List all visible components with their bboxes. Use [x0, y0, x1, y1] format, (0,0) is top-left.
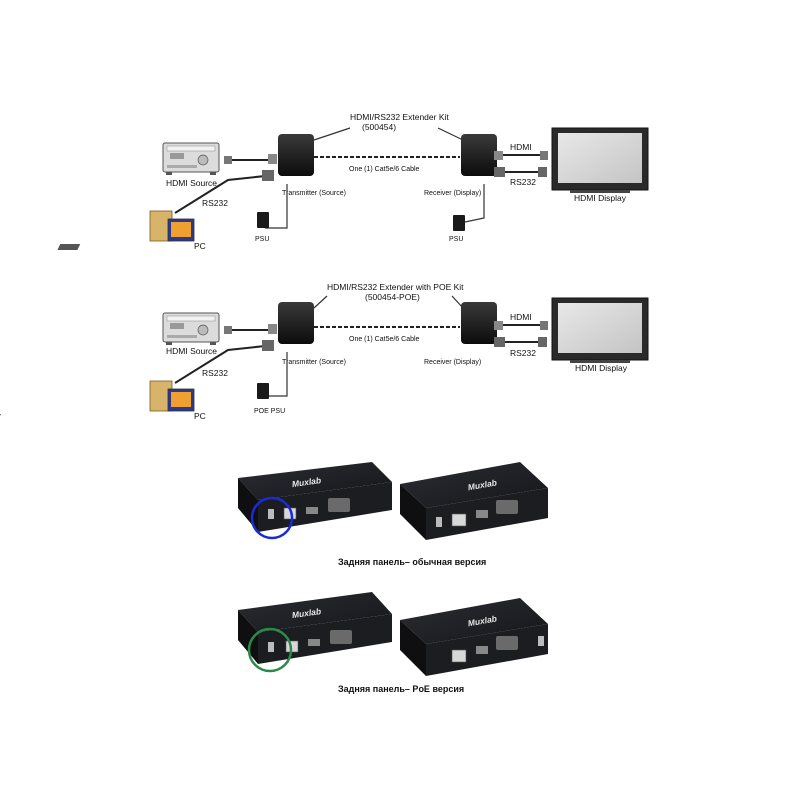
hdmi-source-label: HDMI Source	[166, 346, 217, 356]
hdmi-plug	[494, 321, 503, 330]
receiver-label: Receiver (Display)	[424, 190, 481, 197]
rs232-right-label: RS232	[510, 177, 536, 187]
pc-label: PC	[194, 241, 206, 251]
db9-port	[496, 500, 518, 514]
psu-cable-right	[464, 184, 485, 223]
hdmi-plug	[540, 321, 548, 330]
brand-logo: Muxlab	[291, 475, 321, 489]
db9-plug	[494, 337, 505, 347]
db9-plug	[538, 337, 547, 347]
transmitter-box	[278, 302, 314, 344]
hdmi-display-label: HDMI Display	[574, 193, 627, 203]
psu-right-icon	[453, 215, 465, 231]
rs232-cable-left	[174, 175, 266, 214]
transmitter-box	[278, 134, 314, 176]
pc-icon	[0, 380, 195, 420]
psu-left-label: POE PSU	[254, 408, 285, 415]
kit-title: HDMI/RS232 Extender with POE Kit	[327, 282, 464, 292]
kit-title: HDMI/RS232 Extender Kit	[350, 112, 449, 122]
rs232-cable-left	[174, 345, 266, 384]
photo-poe-transmitter: Muxlab	[238, 592, 392, 664]
transmitter-label: Transmitter (Source)	[282, 359, 346, 366]
hdmi-display-label: HDMI Display	[575, 363, 628, 373]
hdmi-display-icon	[551, 297, 649, 363]
kit-leader-line	[437, 127, 464, 141]
hdmi-port	[306, 507, 318, 514]
caption-poe: Задняя панель– PoE версия	[338, 684, 464, 694]
hdmi-plug	[494, 151, 503, 160]
highlight-circle-standard	[250, 496, 294, 540]
dc-jack	[538, 636, 544, 646]
dc-jack	[268, 509, 274, 519]
psu-cable-left	[265, 352, 288, 397]
hdmi-plug	[268, 154, 277, 164]
hdmi-right-label: HDMI	[510, 312, 532, 322]
diagram-poe-kit: HDMI Source RS232 PC Transmitter (Source…	[0, 282, 649, 421]
caption-standard: Задняя панель– обычная версия	[338, 557, 486, 567]
db9-plug	[262, 170, 274, 181]
kit-model: (500454-POE)	[365, 292, 420, 302]
dc-jack	[436, 517, 442, 527]
dc-jack	[268, 642, 274, 652]
hdmi-plug	[224, 156, 232, 164]
rj45-port	[451, 513, 467, 527]
psu-cable-left	[265, 184, 288, 229]
db9-port	[328, 498, 350, 512]
hdmi-plug	[540, 151, 548, 160]
photo-poe-receiver: Muxlab	[400, 598, 548, 676]
rs232-left-label: RS232	[202, 198, 228, 208]
pc-label: PC	[194, 411, 206, 421]
rs232-left-label: RS232	[202, 368, 228, 378]
hdmi-display-icon	[551, 127, 649, 193]
psu-left-icon	[257, 212, 269, 228]
receiver-label: Receiver (Display)	[424, 359, 481, 366]
kit-leader-line	[313, 127, 351, 141]
highlight-circle-poe	[247, 627, 293, 673]
rs232-right-label: RS232	[510, 348, 536, 358]
cable-label: One (1) Cat5e/6 Cable	[349, 166, 420, 173]
db9-port	[330, 630, 352, 644]
brand-logo: Muxlab	[291, 606, 321, 620]
db9-plug	[538, 167, 547, 177]
hdmi-right-label: HDMI	[510, 142, 532, 152]
psu-left-icon	[257, 383, 269, 399]
cable-label: One (1) Cat5e/6 Cable	[349, 336, 420, 343]
hdmi-plug	[224, 326, 232, 334]
av-receiver-icon	[162, 312, 220, 345]
psu-right-label: PSU	[449, 236, 463, 243]
pc-icon	[57, 210, 195, 250]
photo-standard-receiver: Muxlab	[400, 462, 548, 540]
hdmi-source-label: HDMI Source	[166, 178, 217, 188]
db9-plug	[494, 167, 505, 177]
hdmi-plug	[268, 324, 277, 334]
receiver-box	[461, 134, 497, 176]
transmitter-label: Transmitter (Source)	[282, 190, 346, 197]
db9-plug	[262, 340, 274, 351]
hdmi-port	[476, 646, 488, 654]
diagram-standard-kit: HDMI Source RS232 PC Transmitter (Source…	[57, 112, 649, 251]
kit-model: (500454)	[362, 122, 396, 132]
av-receiver-icon	[162, 142, 220, 175]
kit-leader-line	[313, 295, 328, 309]
db9-port	[496, 636, 518, 650]
hdmi-port	[308, 639, 320, 646]
receiver-box	[461, 302, 497, 344]
hdmi-port	[476, 510, 488, 518]
psu-left-label: PSU	[255, 236, 269, 243]
rj45-port	[451, 649, 467, 663]
photo-standard-transmitter: Muxlab	[238, 462, 392, 532]
